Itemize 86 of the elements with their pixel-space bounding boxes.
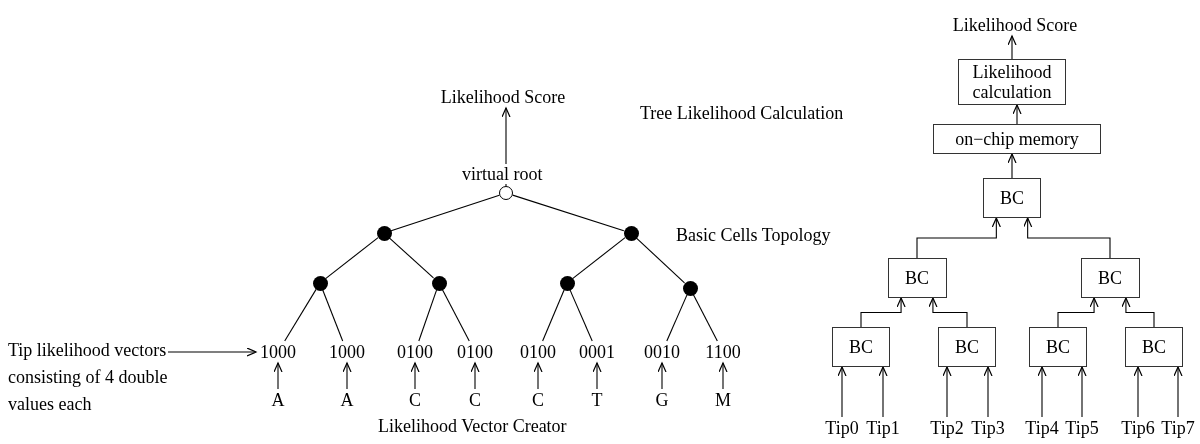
arrow xyxy=(1121,297,1155,328)
tree-branch xyxy=(418,289,438,342)
tree-branch xyxy=(389,237,434,279)
arrow xyxy=(1037,366,1047,418)
tree-branch xyxy=(390,194,500,232)
caption-label: Likelihood Vector Creator xyxy=(378,416,567,436)
base-letter: C xyxy=(404,389,426,411)
tip-label: Tip2 xyxy=(927,417,967,439)
arrow xyxy=(837,366,847,418)
tree-branch xyxy=(512,194,625,232)
process-box: BC xyxy=(983,178,1041,218)
tree-branch xyxy=(325,237,379,279)
vector-value: 0100 xyxy=(393,341,437,363)
process-box: Likelihood calculation xyxy=(958,59,1066,105)
process-box: BC xyxy=(1125,327,1183,367)
tree-node-dot xyxy=(559,275,575,291)
vector-value: 1100 xyxy=(701,341,745,363)
tree-node-dot xyxy=(376,225,392,241)
arrow xyxy=(718,362,728,390)
arrow xyxy=(1007,153,1017,179)
base-letter: G xyxy=(651,389,673,411)
tip-label: Tip4 xyxy=(1022,417,1062,439)
tree-node-dot xyxy=(682,280,698,296)
tree-branch xyxy=(692,294,718,342)
process-box: BC xyxy=(1029,327,1087,367)
vector-value: 0100 xyxy=(453,341,497,363)
process-box: BC xyxy=(832,327,890,367)
arrow xyxy=(1173,366,1183,418)
process-box: on−chip memory xyxy=(933,124,1101,154)
arrow xyxy=(342,362,352,390)
arrow xyxy=(470,362,480,390)
tip-label: Tip5 xyxy=(1062,417,1102,439)
section-label: Tree Likelihood Calculation xyxy=(640,103,844,123)
tree-node-dot xyxy=(431,275,447,291)
arrow xyxy=(592,362,602,390)
tip-label: Tip1 xyxy=(863,417,903,439)
tree-branch xyxy=(284,288,317,342)
base-letter: C xyxy=(464,389,486,411)
tree-branch xyxy=(542,289,565,342)
arrow xyxy=(657,362,667,390)
base-letter: A xyxy=(336,389,358,411)
arrow xyxy=(928,297,968,328)
process-box: BC xyxy=(938,327,996,367)
output-label: Likelihood Score xyxy=(428,86,578,108)
arrow xyxy=(1012,104,1022,125)
tip-label: Tip6 xyxy=(1118,417,1158,439)
section-label: Basic Cells Topology xyxy=(676,225,831,245)
arrow xyxy=(1133,366,1143,418)
arrow xyxy=(1077,366,1087,418)
vector-value: 1000 xyxy=(325,341,369,363)
base-letter: C xyxy=(527,389,549,411)
arrow xyxy=(942,366,952,418)
vector-value: 0001 xyxy=(575,341,619,363)
tree-branch xyxy=(635,237,686,284)
arrow xyxy=(1023,217,1111,259)
arrow xyxy=(983,366,993,418)
tree-branch xyxy=(441,289,470,342)
arrow xyxy=(916,217,1001,259)
tree-node-dot xyxy=(623,225,639,241)
annotation-text: Tip likelihood vectors consisting of 4 double values each xyxy=(8,323,168,431)
tip-label: Tip7 xyxy=(1158,417,1198,439)
tree-node-dot xyxy=(312,275,328,291)
tree-branch xyxy=(322,289,344,342)
tree-branch xyxy=(572,237,626,279)
tip-label: Tip0 xyxy=(822,417,862,439)
tip-label: Tip3 xyxy=(968,417,1008,439)
vector-value: 0100 xyxy=(516,341,560,363)
arrow xyxy=(878,366,888,418)
tree-branch xyxy=(569,289,593,342)
tree-branch xyxy=(666,294,688,342)
node-label: virtual root xyxy=(461,164,544,184)
vector-value: 1000 xyxy=(256,341,300,363)
base-letter: A xyxy=(267,389,289,411)
vector-value: 0010 xyxy=(640,341,684,363)
arrow xyxy=(273,362,283,390)
base-letter: T xyxy=(586,389,608,411)
arrow xyxy=(1057,297,1099,328)
arrow xyxy=(1007,35,1017,60)
process-box: BC xyxy=(1080,258,1140,298)
arrow xyxy=(533,362,543,390)
process-box: BC xyxy=(887,258,947,298)
arrow xyxy=(860,297,906,328)
output-label: Likelihood Score xyxy=(940,14,1090,36)
base-letter: M xyxy=(712,389,734,411)
arrow xyxy=(410,362,420,390)
arrow xyxy=(167,347,257,357)
